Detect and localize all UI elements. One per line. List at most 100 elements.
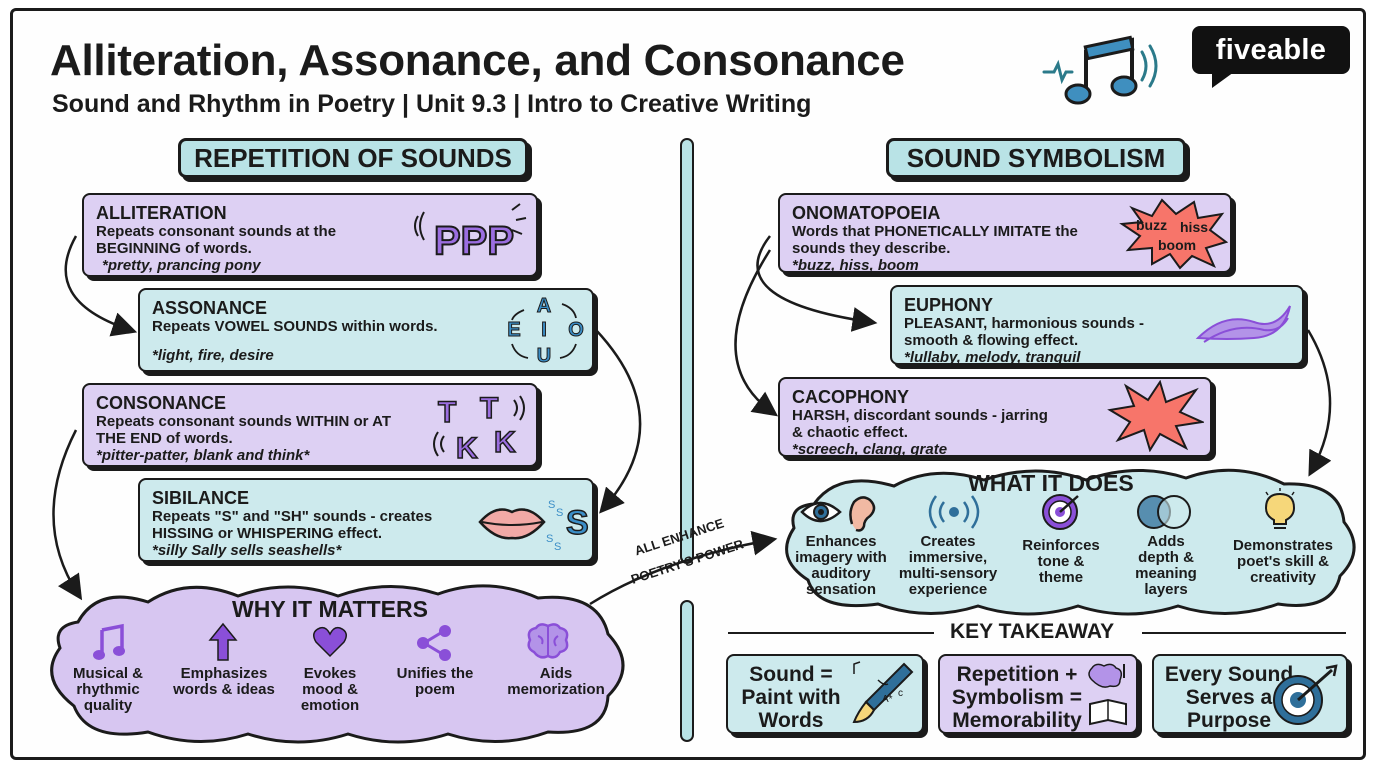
card-line: sounds they describe. [792, 240, 951, 257]
does-item: Enhances imagery with auditory sensation [795, 533, 887, 598]
vowel-letter: E [507, 319, 520, 341]
heart-icon [313, 626, 347, 658]
consonant-letter: T [480, 392, 498, 425]
card-title: CONSONANCE [96, 393, 227, 413]
card-alliteration: ALLITERATION Repeats consonant sounds at… [82, 193, 538, 277]
does-item: Reinforces tone & theme [1022, 537, 1100, 586]
center-divider [680, 138, 694, 564]
ppp-letters-icon: PPP [414, 203, 527, 264]
card-line: Repeats VOWEL SOUNDS within words. [152, 318, 438, 335]
card-title: EUPHONY [904, 295, 994, 315]
matters-item: Unifies the poem [396, 665, 474, 698]
card-line: PLEASANT, harmonious sounds - [904, 315, 1145, 332]
card-consonance: CONSONANCE Repeats consonant sounds WITH… [82, 383, 538, 467]
takeaway-box: Sound = Paint with Words [726, 654, 924, 734]
eye-ear-icon [800, 496, 876, 532]
card-example: *pretty, prancing pony [102, 257, 261, 274]
card-title: ASSONANCE [152, 298, 268, 318]
takeaway-rule-right [1142, 632, 1346, 634]
logo-speech-tail [1212, 72, 1234, 88]
card-example: *screech, clang, grate [792, 441, 948, 458]
why-it-matters-cloud [50, 584, 625, 744]
does-item: Demonstrates poet's skill & creativity [1232, 537, 1334, 586]
takeaway-text: Sound = Paint with Words [741, 663, 841, 732]
takeaway-heading: KEY TAKEAWAY [950, 620, 1115, 643]
card-title: ALLITERATION [96, 203, 227, 223]
does-item: Creates immersive, multi-sensory experie… [898, 533, 998, 598]
target-icon [1042, 494, 1079, 530]
page-title: Alliteration, Assonance, and Consonance [50, 36, 905, 85]
card-example: *buzz, hiss, boom [792, 257, 919, 274]
vowel-cycle-icon: A E I O U [507, 295, 584, 368]
vowel-letter: O [568, 319, 584, 341]
takeaway-text: Every Sound Serves a Purpose [1164, 663, 1294, 732]
center-divider-lower [680, 600, 694, 742]
share-icon [417, 625, 451, 661]
overlap-circles-icon [1137, 495, 1191, 529]
music-note-icon [1042, 35, 1158, 105]
card-line: THE END of words. [96, 430, 233, 447]
card-title: ONOMATOPOEIA [792, 203, 941, 223]
light-bulb-icon [1264, 488, 1296, 529]
card-line: BEGINNING of words. [96, 240, 252, 257]
card-example: *silly Sally sells seashells* [152, 542, 342, 559]
card-title: SIBILANCE [152, 488, 250, 508]
tk-letters-icon: T T K K [433, 391, 525, 464]
consonant-letter: K [494, 426, 516, 459]
burst-word: buzz [1136, 217, 1167, 233]
art-letters: PPP [434, 219, 514, 263]
svg-text:S: S [546, 533, 553, 545]
svg-text:A*: A* [882, 694, 893, 705]
svg-text:S: S [556, 507, 563, 519]
what-it-does-cloud [785, 468, 1356, 616]
matters-item: Evokes mood & emotion [300, 665, 360, 714]
card-example: *light, fire, desire [152, 347, 274, 364]
takeaway-text: Repetition + Symbolism = Memorability [951, 663, 1083, 732]
card-line: smooth & flowing effect. [904, 332, 1079, 349]
sibilance-letter: S [566, 504, 589, 542]
brain-icon [527, 623, 569, 659]
card-example: *lullaby, melody, tranquil [904, 349, 1081, 366]
card-line: HARSH, discordant sounds - jarring [792, 407, 1048, 424]
card-line: Words that PHONETICALLY IMITATE the [792, 223, 1078, 240]
paintbrush-icon: A* c [852, 661, 914, 724]
vowel-letter: U [537, 345, 551, 367]
card-title: CACOPHONY [792, 387, 910, 407]
what-it-does-heading: WHAT IT DOES [968, 470, 1134, 496]
target-arrow-icon [1273, 664, 1338, 725]
up-arrow-icon [208, 622, 238, 661]
why-it-matters-heading: WHY IT MATTERS [232, 596, 428, 622]
jagged-burst-icon [1107, 380, 1204, 452]
sound-symbolism-heading: SOUND SYMBOLISM [886, 138, 1186, 178]
svg-text:c: c [898, 688, 903, 699]
matters-item: Musical & rhythmic quality [72, 665, 144, 714]
fiveable-logo[interactable]: fiveable [1192, 26, 1350, 74]
consonant-letter: T [438, 396, 456, 429]
burst-word: boom [1158, 237, 1196, 253]
svg-text:S: S [548, 499, 555, 511]
card-line: HISSING or WHISPERING effect. [152, 525, 383, 542]
matters-item: Aids memorization [507, 665, 605, 698]
brain-book-icon [1088, 663, 1127, 726]
burst-word: hiss [1180, 219, 1208, 235]
consonant-letter: K [456, 432, 478, 464]
wave-signal-icon [928, 495, 980, 529]
burst-onomatopoeia-icon: buzz hiss boom [1119, 198, 1228, 270]
svg-text:S: S [554, 541, 561, 553]
card-example: *pitter-patter, blank and think* [96, 447, 310, 464]
matters-item: Emphasizes words & ideas [173, 665, 275, 698]
takeaway-rule-left [728, 632, 934, 634]
card-assonance: ASSONANCE Repeats VOWEL SOUNDS within wo… [138, 288, 594, 372]
page-subtitle: Sound and Rhythm in Poetry | Unit 9.3 | … [52, 90, 812, 118]
smooth-wave-icon [1195, 305, 1291, 343]
does-item: Adds depth & meaning layers [1135, 533, 1197, 598]
vowel-letter: A [537, 295, 551, 317]
card-line: & chaotic effect. [792, 424, 908, 441]
vowel-letter: I [541, 319, 547, 341]
card-line: Repeats "S" and "SH" sounds - creates [152, 508, 433, 525]
repetition-heading: REPETITION OF SOUNDS [178, 138, 528, 178]
card-line: Repeats consonant sounds WITHIN or AT [96, 413, 392, 430]
card-line: Repeats consonant sounds at the [96, 223, 337, 240]
music-note-icon [93, 623, 125, 660]
